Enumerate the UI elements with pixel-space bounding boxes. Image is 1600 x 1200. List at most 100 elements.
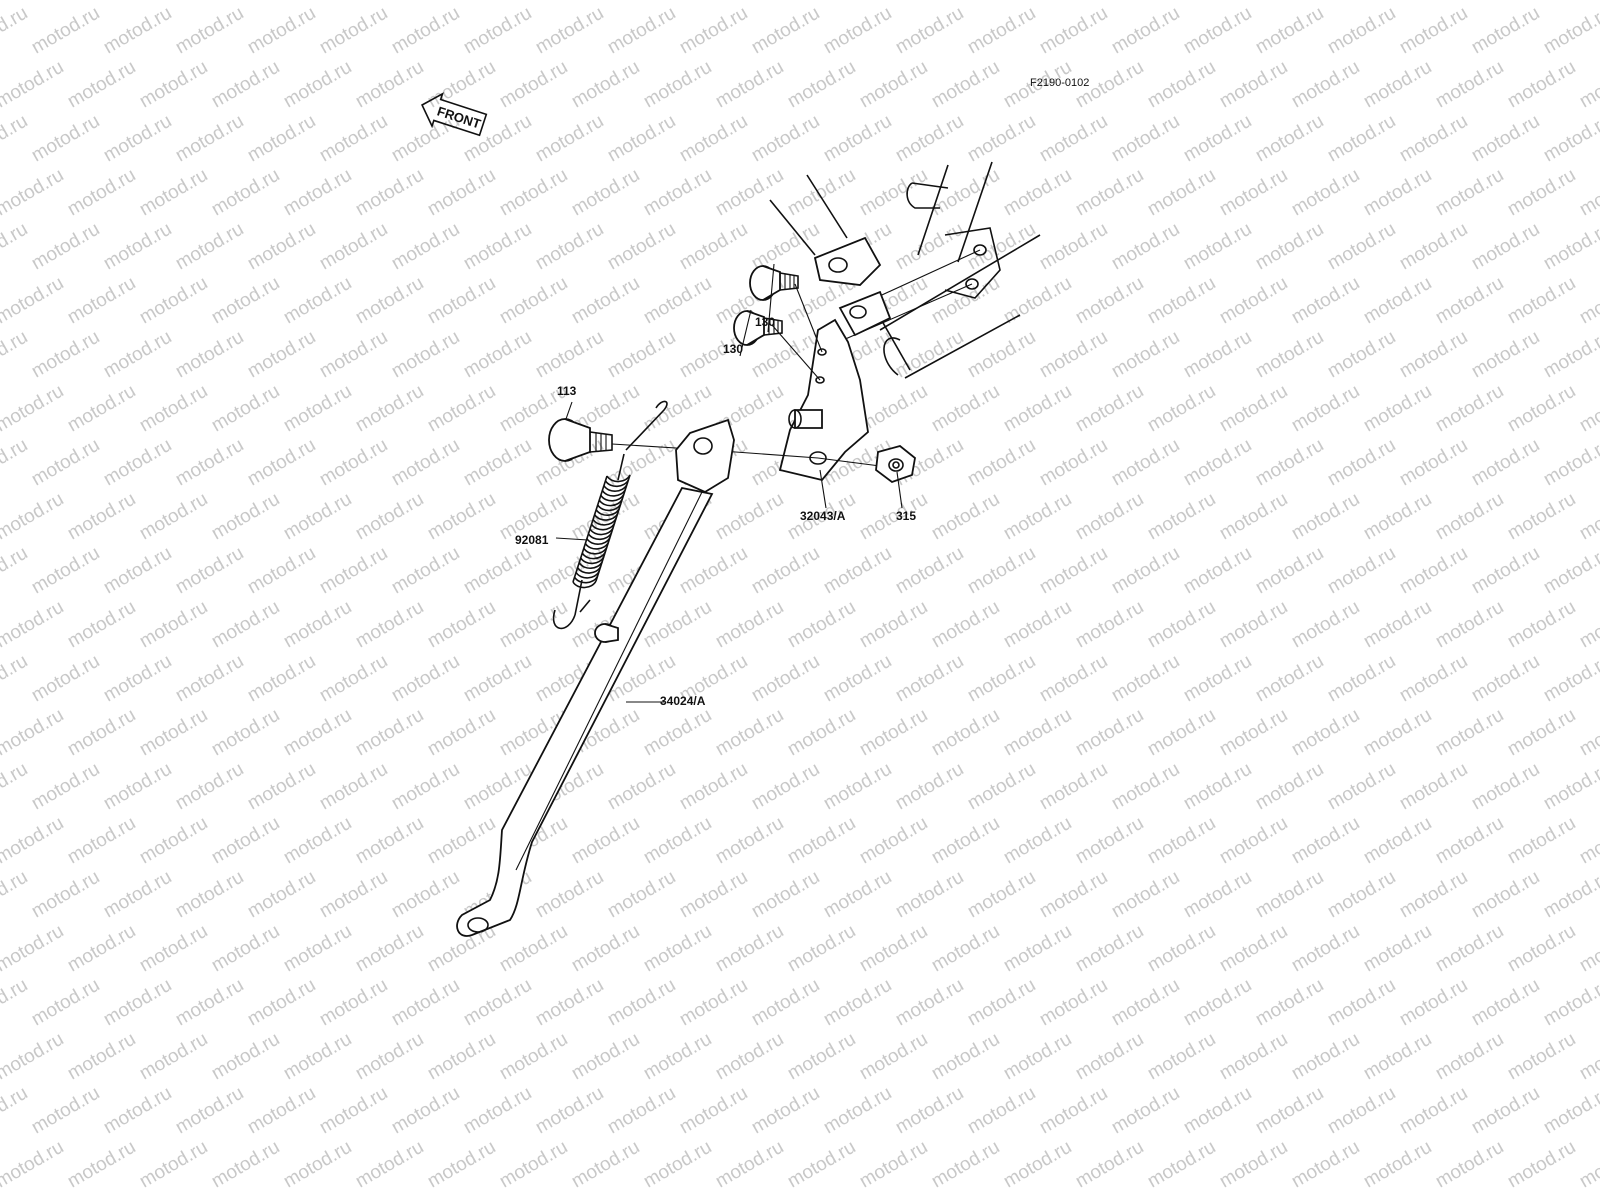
watermark-text: motod.ru xyxy=(1252,975,1327,1031)
watermark-text: motod.ru xyxy=(892,651,967,707)
watermark-text: motod.ru xyxy=(640,705,715,761)
watermark-text: motod.ru xyxy=(1144,813,1219,869)
watermark-text: motod.ru xyxy=(568,813,643,869)
watermark-text: motod.ru xyxy=(1576,597,1600,653)
watermark-text: motod.ru xyxy=(424,705,499,761)
watermark-text: motod.ru xyxy=(748,1083,823,1139)
watermark-text: motod.ru xyxy=(1108,651,1183,707)
watermark-text: motod.ru xyxy=(244,3,319,59)
watermark-text: motod.ru xyxy=(496,597,571,653)
watermark-text: motod.ru xyxy=(892,219,967,275)
watermark-text: motod.ru xyxy=(1576,1137,1600,1193)
watermark-text: motod.ru xyxy=(352,921,427,977)
watermark-text: motod.ru xyxy=(1180,111,1255,167)
watermark-text: motod.ru xyxy=(1072,489,1147,545)
watermark-text: motod.ru xyxy=(1324,543,1399,599)
watermark-text: motod.ru xyxy=(604,3,679,59)
watermark-text: motod.ru xyxy=(784,921,859,977)
watermark-text: motod.ru xyxy=(244,1083,319,1139)
watermark-text: motod.ru xyxy=(1468,219,1543,275)
watermark-text: motod.ru xyxy=(1036,3,1111,59)
watermark-text: motod.ru xyxy=(352,1029,427,1085)
watermark-text: motod.ru xyxy=(604,759,679,815)
watermark-text: motod.ru xyxy=(1252,327,1327,383)
watermark-text: motod.ru xyxy=(388,219,463,275)
watermark-text: motod.ru xyxy=(1036,111,1111,167)
watermark-text: motod.ru xyxy=(604,867,679,923)
watermark-text: motod.ru xyxy=(1108,975,1183,1031)
watermark-text: motod.ru xyxy=(0,1029,67,1085)
watermark-text: motod.ru xyxy=(352,381,427,437)
watermark-text: motod.ru xyxy=(1432,165,1507,221)
watermark-text: motod.ru xyxy=(1252,435,1327,491)
watermark-text: motod.ru xyxy=(1144,1029,1219,1085)
watermark-text: motod.ru xyxy=(352,1137,427,1193)
watermark-text: motod.ru xyxy=(0,651,31,707)
watermark-text: motod.ru xyxy=(244,111,319,167)
watermark-text: motod.ru xyxy=(244,651,319,707)
watermark-text: motod.ru xyxy=(1000,0,1075,4)
watermark-text: motod.ru xyxy=(388,3,463,59)
watermark-text: motod.ru xyxy=(136,273,211,329)
watermark-text: motod.ru xyxy=(352,597,427,653)
watermark-text: motod.ru xyxy=(856,0,931,4)
watermark-text: motod.ru xyxy=(1216,489,1291,545)
watermark-text: motod.ru xyxy=(496,921,571,977)
watermark-text: motod.ru xyxy=(1576,0,1600,4)
watermark-text: motod.ru xyxy=(1468,3,1543,59)
watermark-text: motod.ru xyxy=(64,489,139,545)
watermark-text: motod.ru xyxy=(748,759,823,815)
watermark-text: motod.ru xyxy=(1576,1029,1600,1085)
watermark-text: motod.ru xyxy=(352,0,427,4)
watermark-text: motod.ru xyxy=(316,327,391,383)
watermark-text: motod.ru xyxy=(280,165,355,221)
watermark-text: motod.ru xyxy=(388,867,463,923)
watermark-text: motod.ru xyxy=(100,219,175,275)
watermark-text: motod.ru xyxy=(640,813,715,869)
watermark-text: motod.ru xyxy=(1504,165,1579,221)
watermark-text: motod.ru xyxy=(496,1029,571,1085)
watermark-text: motod.ru xyxy=(100,975,175,1031)
pin-bolt-113 xyxy=(548,418,613,462)
watermark-text: motod.ru xyxy=(748,867,823,923)
watermark-text: motod.ru xyxy=(352,813,427,869)
watermark-text: motod.ru xyxy=(1108,219,1183,275)
watermark-text: motod.ru xyxy=(208,0,283,4)
watermark-text: motod.ru xyxy=(712,1029,787,1085)
spring-coil-edge xyxy=(595,474,631,582)
watermark-text: motod.ru xyxy=(208,273,283,329)
watermark-text: motod.ru xyxy=(388,543,463,599)
watermark-text: motod.ru xyxy=(136,597,211,653)
watermark-text: motod.ru xyxy=(1288,1029,1363,1085)
watermark-text: motod.ru xyxy=(1108,759,1183,815)
watermark-text: motod.ru xyxy=(1432,705,1507,761)
watermark-text: motod.ru xyxy=(136,165,211,221)
watermark-text: motod.ru xyxy=(100,651,175,707)
watermark-text: motod.ru xyxy=(1252,111,1327,167)
watermark-text: motod.ru xyxy=(424,489,499,545)
watermark-text: motod.ru xyxy=(1576,705,1600,761)
watermark-text: motod.ru xyxy=(352,489,427,545)
watermark-text: motod.ru xyxy=(172,219,247,275)
watermark-text: motod.ru xyxy=(460,327,535,383)
watermark-text: motod.ru xyxy=(388,975,463,1031)
watermark-text: motod.ru xyxy=(28,975,103,1031)
watermark-text: motod.ru xyxy=(1072,813,1147,869)
watermark-text: motod.ru xyxy=(676,219,751,275)
watermark-text: motod.ru xyxy=(1360,813,1435,869)
watermark-text: motod.ru xyxy=(1000,705,1075,761)
watermark-text: motod.ru xyxy=(316,651,391,707)
watermark-text: motod.ru xyxy=(964,3,1039,59)
watermark-text: motod.ru xyxy=(676,975,751,1031)
watermark-text: motod.ru xyxy=(532,3,607,59)
watermark-text: motod.ru xyxy=(64,813,139,869)
watermark-text: motod.ru xyxy=(1036,219,1111,275)
watermark-text: motod.ru xyxy=(136,0,211,4)
watermark-text: motod.ru xyxy=(1576,165,1600,221)
watermark-text: motod.ru xyxy=(568,1029,643,1085)
watermark-text: motod.ru xyxy=(1288,1137,1363,1193)
watermark-text: motod.ru xyxy=(568,165,643,221)
watermark-text: motod.ru xyxy=(460,651,535,707)
watermark-text: motod.ru xyxy=(532,867,607,923)
